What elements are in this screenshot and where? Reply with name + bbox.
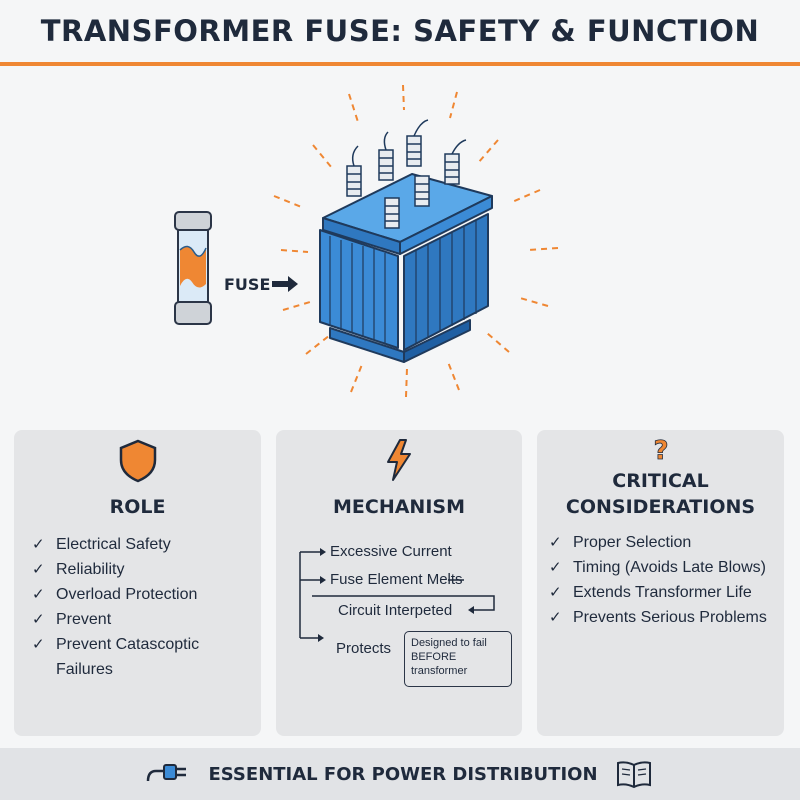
footer-text: ESSENTIAL FOR POWER DISTRIBUTION	[208, 763, 598, 785]
mechanism-step: Excessive Current	[330, 543, 452, 560]
list-item: ✓Overload Protection	[32, 582, 252, 607]
considerations-list: ✓Proper Selection ✓Timing (Avoids Late B…	[549, 530, 781, 630]
footer-banner: ESSENTIAL FOR POWER DISTRIBUTION	[0, 748, 800, 800]
fuse-label: FUSE	[224, 275, 270, 294]
power-plug-icon	[147, 764, 187, 782]
mechanism-step: Circuit Interpeted	[338, 602, 453, 619]
mechanism-step: Protects	[336, 640, 392, 657]
list-item: ✓Prevent Catascoptic Failures	[32, 632, 226, 682]
check-icon: ✓	[549, 534, 562, 551]
list-item: ✓Proper Selection	[549, 530, 781, 555]
fuse-cartridge-icon	[174, 211, 212, 325]
list-item: ✓Prevent	[32, 607, 252, 632]
bushing-icons	[346, 119, 467, 229]
list-item: ✓Extends Transformer Life	[549, 580, 781, 605]
list-item: ✓Reliability	[32, 557, 252, 582]
check-icon: ✓	[32, 636, 45, 653]
mechanism-note: Designed to fail BEFORE transformer	[404, 631, 512, 687]
check-icon: ✓	[549, 609, 562, 626]
mechanism-title: MECHANISM	[333, 496, 465, 518]
shield-icon	[119, 439, 157, 483]
radiating-rays	[273, 84, 559, 398]
role-title: ROLE	[109, 496, 166, 518]
lightning-icon	[387, 439, 411, 481]
book-icon	[616, 761, 651, 789]
arrow-right-icon	[272, 276, 298, 292]
title-bar: TRANSFORMER FUSE: SAFETY & FUNCTION	[0, 0, 800, 66]
svg-text:?: ?	[653, 436, 668, 464]
transformer-illustration: FUSE	[174, 84, 559, 398]
check-icon: ✓	[32, 561, 45, 578]
considerations-title-line1: CRITICAL	[612, 470, 709, 492]
list-item: ✓Electrical Safety	[32, 532, 252, 557]
considerations-card: ? CRITICAL CONSIDERATIONS ✓Proper Select…	[537, 430, 784, 736]
list-item: ✓Timing (Avoids Late Blows)	[549, 555, 781, 580]
mechanism-step: Fuse Element Melts	[330, 571, 463, 588]
check-icon: ✓	[549, 559, 562, 576]
page-title: TRANSFORMER FUSE: SAFETY & FUNCTION	[40, 14, 760, 48]
question-icon: ?	[653, 436, 669, 464]
role-list: ✓Electrical Safety ✓Reliability ✓Overloa…	[32, 532, 252, 682]
list-item: ✓Prevents Serious Problems	[549, 605, 781, 630]
check-icon: ✓	[549, 584, 562, 601]
transformer-icon	[319, 173, 493, 363]
role-card: ROLE ✓Electrical Safety ✓Reliability ✓Ov…	[14, 430, 261, 736]
mechanism-flow-arrows	[299, 548, 495, 642]
check-icon: ✓	[32, 536, 45, 553]
considerations-title-line2: CONSIDERATIONS	[565, 496, 756, 518]
check-icon: ✓	[32, 586, 45, 603]
check-icon: ✓	[32, 611, 45, 628]
